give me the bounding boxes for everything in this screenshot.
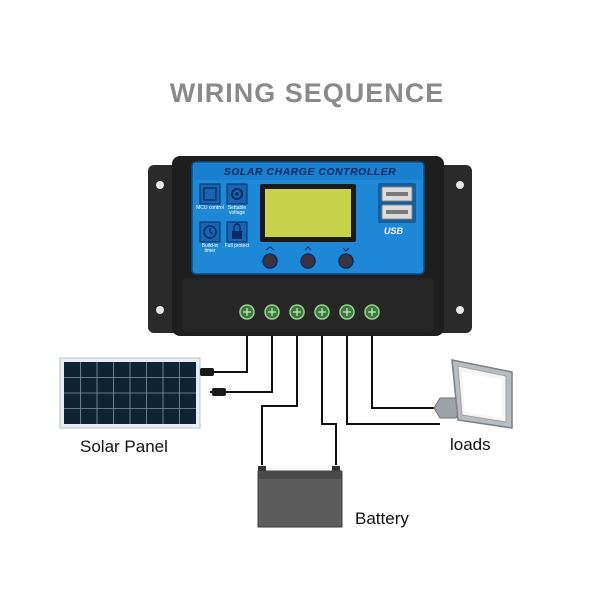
up-button[interactable] — [300, 253, 316, 269]
build-in-timer-label: Build-in timer — [201, 243, 219, 254]
header-strip — [194, 164, 422, 180]
battery-label: Battery — [355, 509, 409, 528]
wire-solar-positive — [200, 336, 248, 373]
wires — [200, 336, 440, 465]
usb-label: USB — [384, 226, 404, 236]
mount-hole — [456, 181, 464, 189]
loads-label: loads — [450, 435, 491, 454]
terminals — [239, 304, 380, 320]
mount-hole — [156, 181, 164, 189]
settable-voltage-label: Settable voltage — [227, 205, 247, 216]
battery: + − — [257, 465, 343, 528]
full-protect-label: Full protect — [224, 243, 250, 249]
solar-panel-label: Solar Panel — [80, 437, 168, 456]
mcu-icon — [199, 183, 221, 205]
controller-header-label: SOLAR CHARGE CONTROLLER — [223, 166, 397, 178]
charge-controller — [148, 156, 472, 336]
floodlight-icon — [433, 359, 513, 429]
wire-battery-positive — [261, 336, 298, 465]
mount-hole — [156, 306, 164, 314]
terminal-block — [182, 278, 434, 332]
diagram-title: WIRING SEQUENCE — [169, 78, 445, 108]
lcd-screen — [265, 189, 351, 237]
solar-panel — [59, 357, 226, 429]
mc4-connector — [212, 388, 226, 396]
mc4-connector — [200, 368, 214, 376]
wire-load-negative — [371, 336, 440, 409]
mount-hole — [456, 306, 464, 314]
svg-text:+: + — [262, 465, 266, 472]
wire-solar-negative — [210, 336, 273, 393]
wire-load-positive — [346, 336, 440, 425]
wire-battery-negative — [321, 336, 337, 465]
mcu-control-label: MCU control — [196, 205, 224, 211]
menu-button[interactable] — [262, 253, 278, 269]
down-button[interactable] — [338, 253, 354, 269]
svg-text:−: − — [332, 465, 336, 472]
